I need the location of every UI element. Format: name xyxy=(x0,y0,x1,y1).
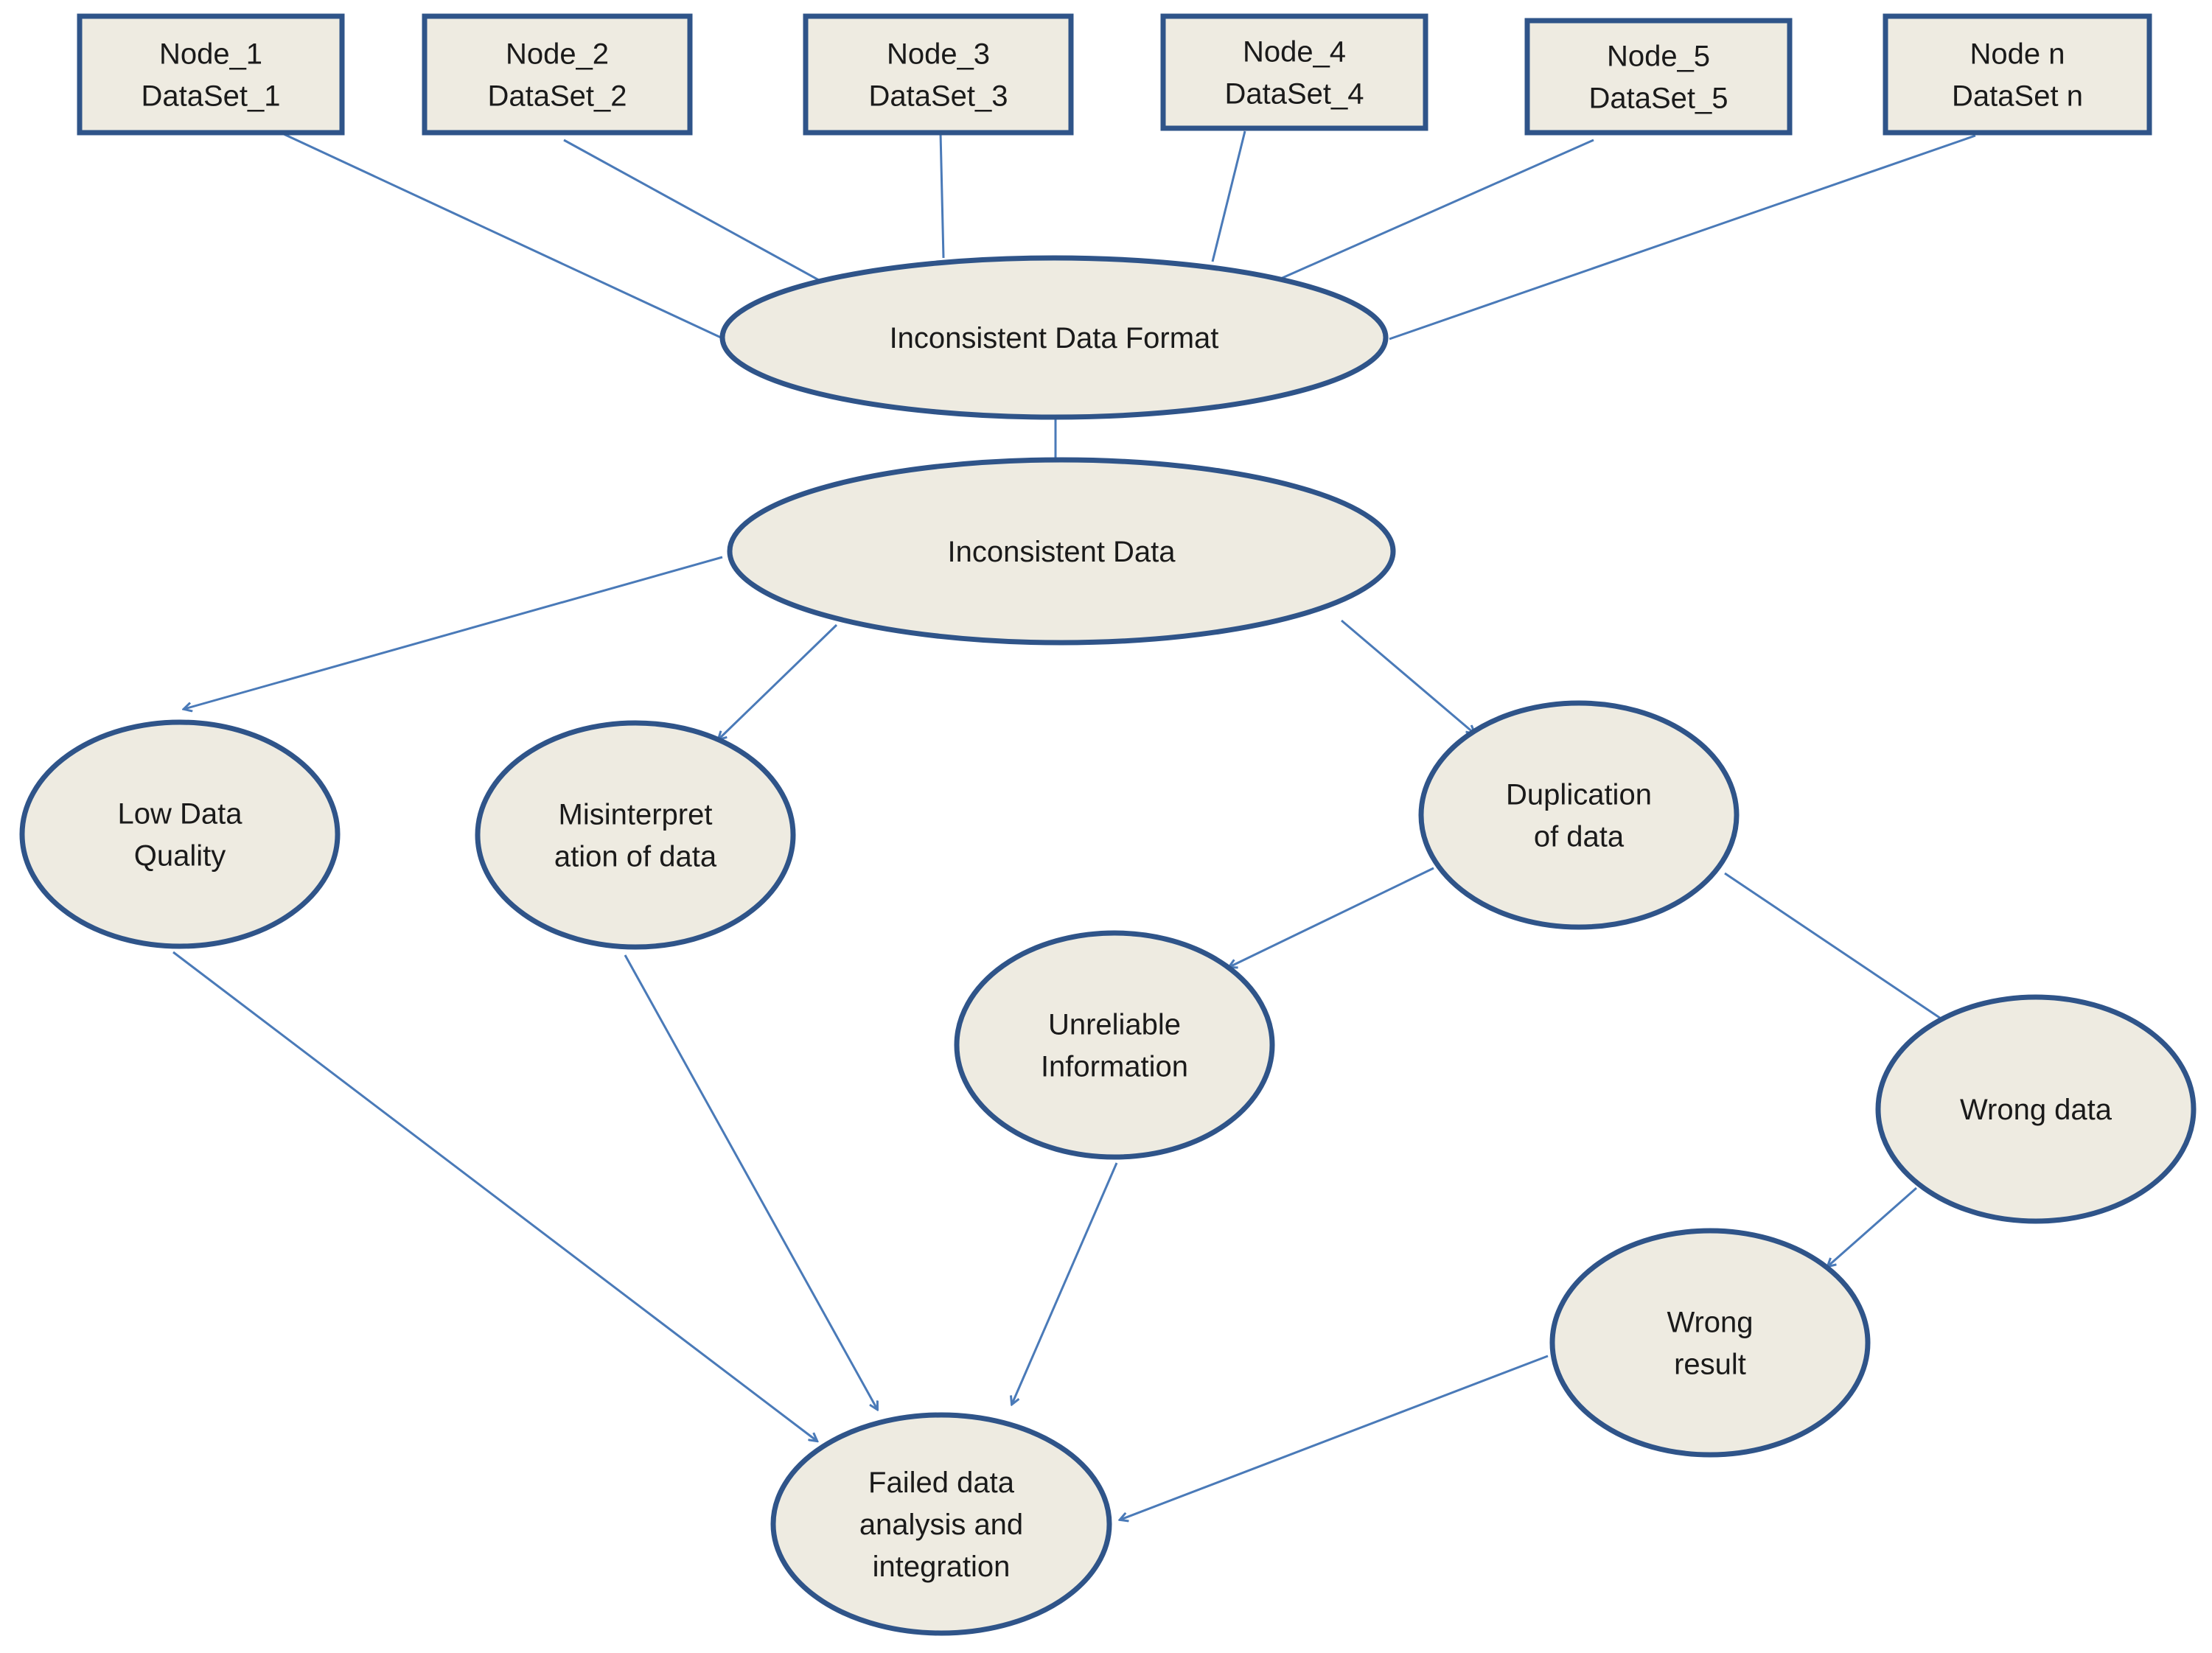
dataset-node-noden: Node n DataSet n xyxy=(1883,13,2152,136)
concept-node-dup: Duplication of data xyxy=(1418,700,1740,930)
dataset-node-box xyxy=(803,13,1074,136)
edge-node5-to-format xyxy=(1263,139,1594,287)
node-label-line: Node_1 xyxy=(159,38,262,71)
concept-node-ellipse xyxy=(19,719,341,949)
edge-incons-to-lowq xyxy=(184,556,723,709)
edge-unrel-to-failed xyxy=(1012,1162,1118,1404)
node-label-line: DataSet_1 xyxy=(141,80,280,113)
concept-node-incons: Inconsistent Data xyxy=(727,457,1396,646)
concept-node-misint: Misinterpret ation of data xyxy=(475,720,796,950)
concept-node-ellipse xyxy=(1875,994,2197,1224)
node-label-line: DataSet_5 xyxy=(1588,83,1728,115)
node-label-line: Node_2 xyxy=(506,38,609,71)
concept-node-failed: Failed data analysis and integration xyxy=(770,1412,1112,1636)
node-label-line: Node_3 xyxy=(887,38,990,71)
node-label-line: DataSet_2 xyxy=(487,80,627,113)
concept-node-wrongdata: Wrong data xyxy=(1875,994,2197,1224)
node-label-line: Inconsistent Data Format xyxy=(890,322,1219,354)
edge-incons-to-dup xyxy=(1341,619,1474,733)
node-label-line: Wrong xyxy=(1667,1307,1753,1339)
node-label-line: Node_5 xyxy=(1607,41,1710,73)
edge-incons-to-misint xyxy=(719,623,838,739)
edge-wrongres-to-failed xyxy=(1120,1355,1549,1520)
node-label-line: Node_4 xyxy=(1243,36,1346,69)
node-label-line: analysis and xyxy=(859,1509,1023,1541)
dataset-node-box xyxy=(1883,13,2152,136)
edge-node3-to-format xyxy=(939,132,945,259)
node-label-line: Low Data xyxy=(118,798,243,831)
edge-wrongdata-to-wrongres xyxy=(1828,1187,1917,1266)
edge-dup-to-unrel xyxy=(1229,867,1434,967)
node-label-line: Wrong data xyxy=(1960,1094,2112,1126)
node-label-line: DataSet n xyxy=(1952,80,2083,113)
node-label-line: of data xyxy=(1534,821,1625,853)
dataset-node-box xyxy=(422,13,693,136)
concept-node-ellipse xyxy=(954,930,1275,1160)
node-label-line: ation of data xyxy=(554,841,717,873)
concept-node-ellipse xyxy=(719,255,1389,420)
concept-node-ellipse xyxy=(727,457,1396,646)
concept-node-ellipse xyxy=(770,1412,1112,1636)
node-label-line: Failed data xyxy=(868,1467,1015,1499)
node-label-line: integration xyxy=(873,1551,1011,1583)
dataset-node-box xyxy=(77,13,345,136)
edge-node2-to-format xyxy=(563,139,826,285)
node-label-line: result xyxy=(1674,1349,1746,1381)
edge-dup-to-wrongdata xyxy=(1724,872,1950,1024)
node-label-line: Information xyxy=(1041,1051,1188,1083)
node-label-line: Unreliable xyxy=(1048,1009,1181,1041)
concept-node-ellipse xyxy=(1549,1228,1871,1458)
edge-node4-to-format xyxy=(1211,130,1246,262)
concept-node-format: Inconsistent Data Format xyxy=(719,255,1389,420)
dataset-node-box xyxy=(1160,13,1428,131)
edge-lowq-to-failed xyxy=(172,951,817,1441)
edges-layer xyxy=(172,130,1976,1520)
concept-node-ellipse xyxy=(475,720,796,950)
concept-node-wrongres: Wrong result xyxy=(1549,1228,1871,1458)
node-label-line: Inconsistent Data xyxy=(947,536,1176,568)
edge-misint-to-failed xyxy=(624,954,877,1409)
node-label-line: DataSet_4 xyxy=(1224,78,1364,111)
node-label-line: Quality xyxy=(134,840,226,873)
node-label-line: Node n xyxy=(1970,38,2065,71)
node-label-line: DataSet_3 xyxy=(868,80,1008,113)
edge-node1-to-format xyxy=(283,133,722,339)
node-label-line: Duplication xyxy=(1506,779,1652,811)
edge-noden-to-format xyxy=(1389,134,1976,340)
node-label-line: Misinterpret xyxy=(559,799,713,831)
concept-node-ellipse xyxy=(1418,700,1740,930)
dataset-node-box xyxy=(1524,18,1793,136)
